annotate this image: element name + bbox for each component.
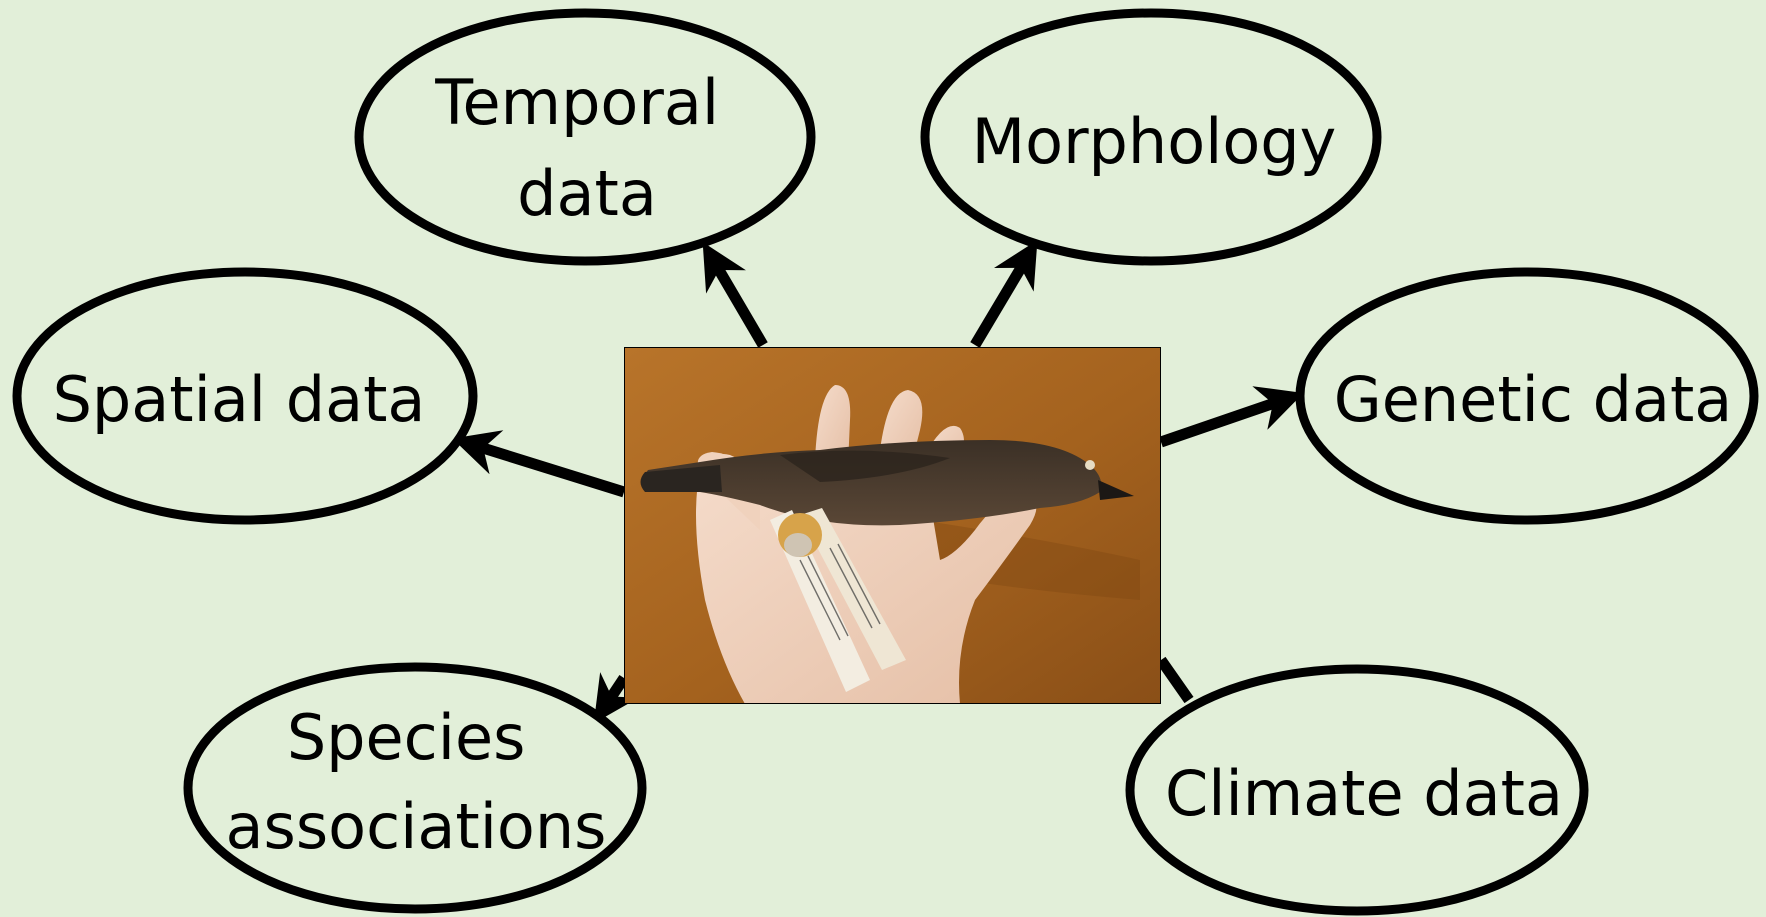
node-climate-label: Climate data bbox=[1165, 757, 1563, 830]
node-temporal-line-2: data bbox=[517, 157, 657, 230]
node-morphology: Morphology bbox=[925, 13, 1377, 261]
node-spatial: Spatial data bbox=[17, 272, 473, 520]
arrow-to-spatial bbox=[470, 444, 624, 492]
bird-specimen-photo bbox=[624, 347, 1161, 704]
arrow-to-climate bbox=[1161, 660, 1189, 700]
node-morphology-line-1: Morphology bbox=[972, 105, 1337, 178]
node-genetic-label: Genetic data bbox=[1334, 363, 1733, 436]
node-genetic-line-1: Genetic data bbox=[1334, 363, 1733, 436]
node-spatial-label: Spatial data bbox=[53, 363, 426, 436]
node-temporal-line-1: Temporal bbox=[434, 66, 719, 139]
arrow-to-morphology bbox=[975, 256, 1028, 345]
node-spatial-line-1: Spatial data bbox=[53, 363, 426, 436]
node-climate: Climate data bbox=[1130, 669, 1584, 911]
node-genetic: Genetic data bbox=[1300, 272, 1754, 520]
node-morphology-label: Morphology bbox=[972, 105, 1337, 178]
node-species-line-1: Species bbox=[287, 701, 526, 774]
node-species: Species associations bbox=[188, 667, 642, 909]
node-temporal: Temporal data bbox=[359, 13, 811, 261]
arrow-to-genetic bbox=[1161, 399, 1286, 442]
arrow-to-species bbox=[604, 678, 624, 708]
node-species-line-2: associations bbox=[226, 790, 607, 863]
arrow-to-temporal bbox=[712, 258, 763, 345]
node-climate-line-1: Climate data bbox=[1165, 757, 1563, 830]
